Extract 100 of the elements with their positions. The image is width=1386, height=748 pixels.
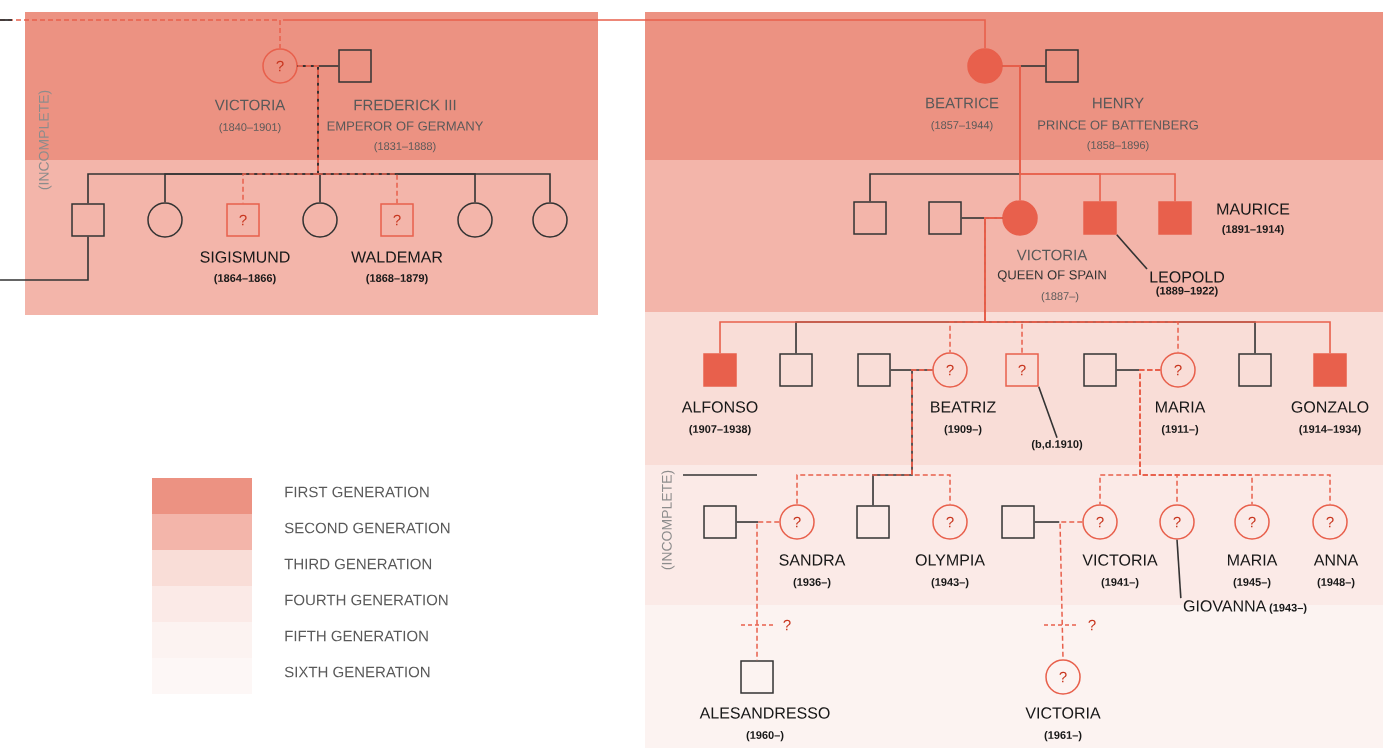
question-mark: ? [1248,516,1256,528]
pedigree-line [1059,521,1083,660]
title-label: PRINCE OF BATTENBERG [1038,120,1198,130]
circle-symbol [302,202,338,238]
question-mark: ? [1173,516,1181,528]
question-mark: ? [793,516,801,528]
name-label: VICTORIA [1025,707,1101,719]
legend-label: FOURTH GENERATION [285,594,448,606]
name-label: ALESANDRESSO [699,707,830,719]
date-label: (1909–) [944,424,982,436]
circle-symbol [1312,504,1348,540]
square-symbol [1313,353,1347,387]
date-label: (1911–) [1161,424,1199,436]
pedigree-line [960,217,986,219]
circle-symbol [1045,659,1081,695]
circle-symbol [1159,504,1195,540]
date-label: (1864–1866) [214,273,276,285]
name-label: MAURICE [1217,203,1290,215]
square-symbol [853,201,887,235]
square-symbol [703,505,737,539]
leader-line [1115,233,1148,270]
name-label: GONZALO [1291,401,1369,413]
legend-label: SECOND GENERATION [284,522,450,534]
question-mark: ? [946,516,954,528]
square-symbol [779,353,813,387]
circle-symbol [967,48,1003,84]
question-mark: ? [239,214,247,226]
title-label: EMPEROR OF GERMANY [327,121,484,131]
pedigree-line [282,19,986,50]
date-label: (1907–1938) [689,424,751,436]
circle-symbol [1082,504,1118,540]
square-symbol [380,203,414,237]
pedigree-line [1001,65,1176,203]
date-label: (1945–) [1233,577,1271,589]
date-label: (1868–1879) [366,273,428,285]
date-label: (1891–1914) [1222,224,1284,236]
question-mark: ? [1018,364,1026,376]
name-label: BEATRIZ [931,401,996,413]
legend-label: SIXTH GENERATION [284,666,430,678]
circle-symbol [1234,504,1270,540]
square-symbol [740,660,774,694]
question-mark: ? [783,619,791,631]
date-label: (1831–1888) [374,141,436,153]
pedigree-line [984,217,1331,355]
question-mark: ? [393,214,401,226]
name-label: VICTORIA [1016,249,1088,261]
date-label: (1943–) [931,577,969,589]
name-label: (b,d.1910) [1031,439,1083,451]
pedigree-line [1033,521,1061,523]
circle-symbol [532,202,568,238]
name-label: FREDERICK III [354,99,456,111]
circle-symbol [932,504,968,540]
square-symbol [1005,353,1039,387]
note-label: (INCOMPLETE) [38,90,52,190]
question-mark: ? [1326,516,1334,528]
square-symbol [1083,353,1117,387]
square-symbol [226,203,260,237]
pedigree-line [317,65,340,67]
name-label: VICTORIA [1082,554,1158,566]
name-label: SANDRA [779,554,846,566]
question-mark: ? [276,60,284,72]
date-label: (1936–) [793,577,831,589]
pedigree-line [735,521,760,523]
circle-symbol [779,504,815,540]
square-symbol [856,505,890,539]
date-label: (1858–1896) [1087,140,1149,152]
date-label: (1960–) [746,730,784,742]
note-label: (INCOMPLETE) [661,470,675,570]
name-label: MARIA [1228,554,1278,566]
name-label: HENRY [1093,97,1144,109]
name-label: LEOPOLD (1889–1922) [1150,271,1225,297]
circle-symbol [1002,200,1038,236]
name-label: VICTORIA [214,99,286,111]
date-label: (1857–1944) [931,120,993,132]
name-label: OLYMPIA [915,554,985,566]
pedigree-line [1019,65,1047,67]
name-label: MARIA [1156,401,1206,413]
square-symbol [928,201,962,235]
legend-label: FIRST GENERATION [285,486,429,498]
question-mark: ? [1096,516,1104,528]
circle-symbol [262,48,298,84]
square-symbol [1158,201,1192,235]
square-symbol [857,353,891,387]
square-symbol [703,353,737,387]
pedigree-line [0,235,89,281]
date-label: (1840–1901) [219,122,281,134]
square-symbol [1001,505,1035,539]
square-symbol [71,203,105,237]
pedigree-line [297,65,398,204]
date-label: (1961–) [1044,730,1082,742]
date-label: (1941–) [1101,577,1139,589]
square-symbol [1083,201,1117,235]
circle-symbol [1160,352,1196,388]
date-label: (1948–) [1317,577,1355,589]
question-mark: ? [1088,619,1096,631]
circle-symbol [147,202,183,238]
pedigree-line [889,369,913,371]
legend-label: THIRD GENERATION [284,558,432,570]
square-symbol [338,49,372,83]
question-mark: ? [946,364,954,376]
